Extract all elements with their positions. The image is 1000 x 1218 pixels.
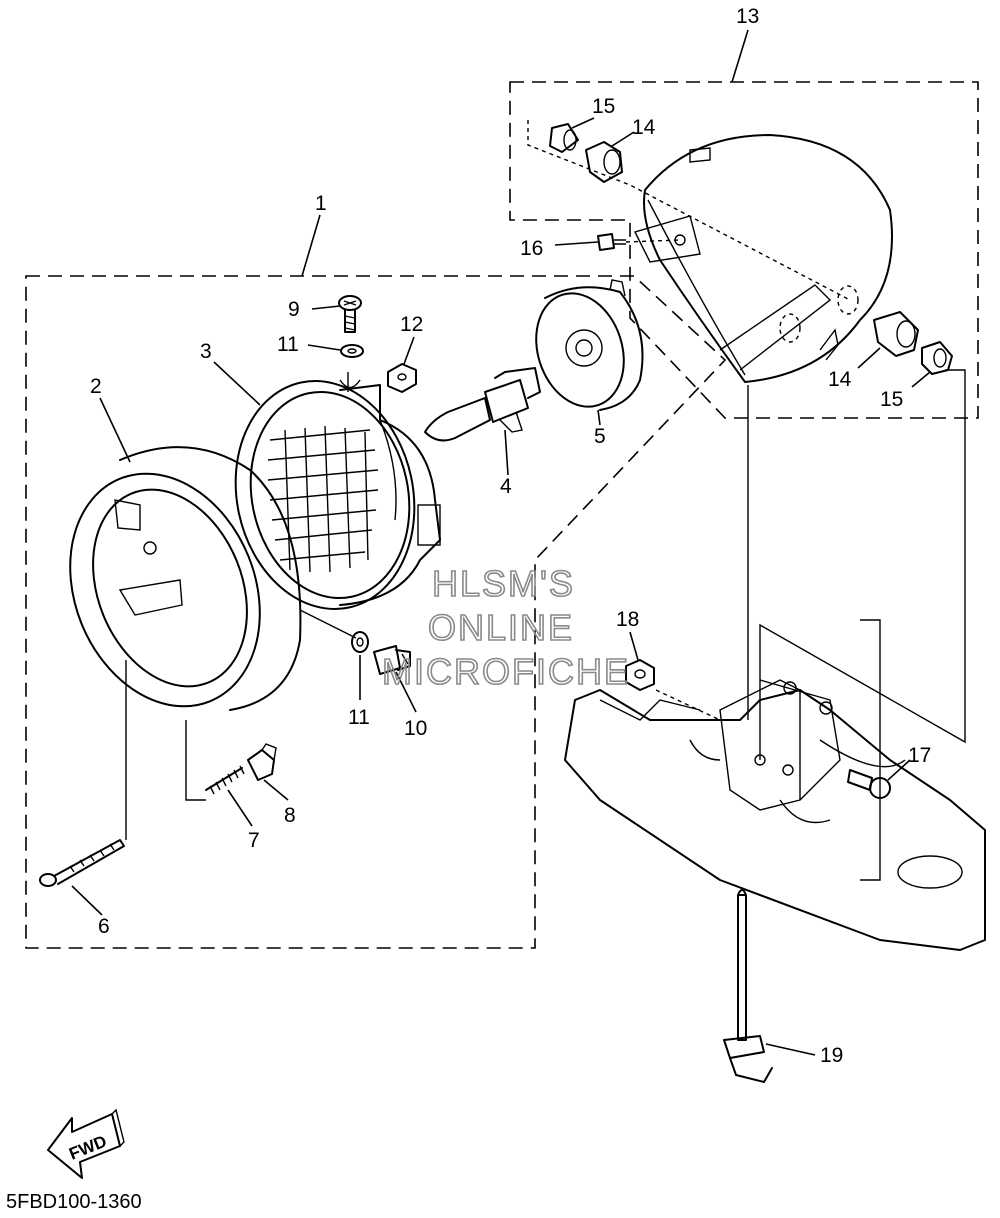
watermark-line-3: MICROFICHE: [382, 651, 630, 692]
callout-15-top: 15: [592, 95, 615, 118]
callout-11-top: 11: [277, 333, 299, 356]
fwd-arrow-icon: FWD: [47, 1108, 125, 1179]
callout-11-side: 11: [348, 706, 370, 729]
callout-8: 8: [284, 804, 296, 827]
grommet-part-14-bottom: [873, 311, 919, 357]
watermark: HLSM'S ONLINE MICROFICHE: [381, 562, 630, 693]
callout-13: 13: [736, 5, 759, 28]
watermark-line-1: HLSM'S: [432, 563, 575, 604]
callout-14-bottom: 14: [828, 368, 852, 391]
callout-10: 10: [404, 717, 427, 740]
callout-14-top: 14: [632, 116, 656, 139]
screw-part-9: [338, 295, 362, 333]
lower-bracket: [564, 619, 986, 951]
washer-part-11-side: [351, 631, 369, 653]
socket-cover-part-5: [535, 279, 644, 411]
callout-5: 5: [594, 425, 606, 448]
spring-part-7: [205, 765, 245, 795]
screw-part-10: [373, 645, 411, 675]
bulb-part-4: [424, 367, 541, 442]
callout-9: 9: [288, 298, 300, 321]
callout-1: 1: [315, 192, 327, 215]
callout-2: 2: [90, 375, 102, 398]
grommet-part-14-top: [585, 141, 623, 183]
callout-3: 3: [200, 340, 212, 363]
callout-17: 17: [908, 744, 931, 767]
callout-19: 19: [820, 1044, 843, 1067]
cable-tie-part-19: [723, 889, 773, 1083]
callout-labels: 1 2 3 4 5 6 7 8 9 10 11 11 12 13 14 14 1…: [90, 5, 931, 1067]
callout-12: 12: [400, 313, 423, 336]
callout-6: 6: [98, 915, 110, 938]
callout-15-bottom: 15: [880, 388, 903, 411]
headlight-body-part-13: [633, 134, 893, 383]
bolt-part-17: [847, 769, 891, 799]
nut-part-12: [387, 363, 417, 393]
diagram-code: 5FBD100-1360: [6, 1191, 142, 1213]
callout-4: 4: [500, 475, 512, 498]
headlight-lens-part-3: [234, 380, 441, 610]
group-1-dashed-box: [25, 275, 727, 949]
screw-part-16: [597, 233, 626, 251]
headlight-rim-part-2: [69, 446, 302, 711]
bushing-part-15-bottom: [921, 341, 953, 375]
callout-18: 18: [616, 608, 639, 631]
watermark-line-2: ONLINE: [428, 607, 574, 648]
nut-part-18: [625, 659, 655, 691]
group-13-dashed-box: [509, 81, 979, 419]
lens-grid: [267, 425, 379, 573]
washer-part-11-top: [340, 344, 364, 358]
callout-7: 7: [248, 829, 260, 852]
bushing-part-15-top: [549, 123, 579, 153]
bolt-part-6: [39, 839, 125, 887]
callout-16: 16: [520, 237, 543, 260]
adjuster-part-8: [247, 743, 277, 781]
